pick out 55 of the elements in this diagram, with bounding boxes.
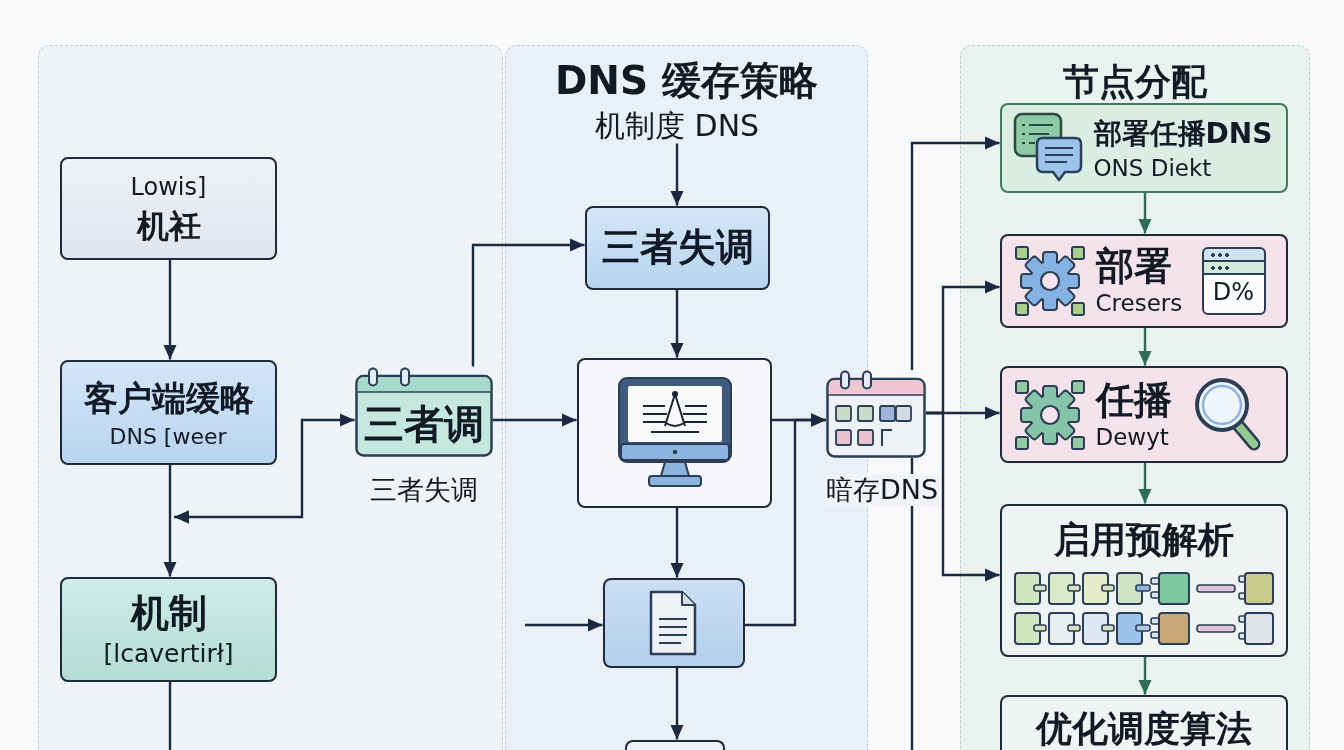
- calendar-icon: [826, 370, 926, 458]
- connector-line: [910, 458, 914, 750]
- process-box: [59, 359, 277, 465]
- connector-line: [168, 681, 172, 750]
- node-subtitle: Cresers: [1095, 289, 1183, 318]
- node-title: 机制: [130, 590, 207, 637]
- process-box: [999, 102, 1288, 193]
- node-subtitle: [lcavertirł]: [103, 638, 234, 669]
- panel-title: 节点分配: [1063, 60, 1207, 104]
- arrow: [670, 143, 684, 206]
- node-title: 三者调: [363, 399, 484, 448]
- node-title: 三者失调: [601, 224, 754, 271]
- node-subtitle: Dewyt: [1095, 423, 1169, 452]
- arrow: [174, 413, 355, 524]
- process-box: [624, 739, 725, 750]
- node-subtitle: 机衽: [136, 206, 201, 245]
- node-title: Lowis]: [130, 172, 207, 202]
- panel-title: DNS 缓存策略: [555, 58, 818, 105]
- arrow: [670, 289, 684, 358]
- node-subtitle: DNS [weer: [109, 423, 227, 450]
- process-box: [999, 365, 1288, 463]
- node-title: 优化调度算法: [1035, 706, 1252, 750]
- process-box: [59, 156, 277, 260]
- process-box: [999, 233, 1288, 328]
- arrow: [670, 667, 684, 740]
- node-title: 任播: [1095, 377, 1172, 424]
- process-box: [602, 577, 745, 668]
- arrow: [163, 259, 177, 360]
- node-subtitle: ONS Diekt: [1093, 154, 1212, 183]
- arrow: [163, 464, 177, 577]
- arrow: [1138, 656, 1152, 695]
- section-panel: [960, 45, 1310, 750]
- arrow: [1138, 327, 1152, 366]
- process-box: [999, 503, 1288, 657]
- arrow: [910, 136, 1000, 370]
- node-title: 启用预解析: [1053, 517, 1234, 561]
- node-title: 部署任播DNS: [1093, 116, 1273, 151]
- arrow: [1138, 192, 1152, 234]
- node-title: 部署: [1095, 243, 1172, 290]
- node-caption: 暗存DNS: [824, 474, 941, 507]
- process-box: [59, 576, 277, 682]
- process-box: [576, 357, 772, 508]
- arrow: [525, 618, 603, 632]
- arrow: [926, 411, 1000, 582]
- node-title: 客户端缓略: [83, 377, 254, 419]
- arrow: [744, 413, 826, 627]
- section-panel: [38, 45, 503, 750]
- section-subtitle: 机制度 DNS: [595, 107, 760, 144]
- arrow: [1138, 462, 1152, 504]
- browser-window: D%: [1201, 246, 1266, 315]
- arrow: [670, 507, 684, 578]
- arrow: [471, 238, 585, 367]
- arrow: [492, 413, 577, 427]
- process-box: [999, 694, 1288, 750]
- process-box: [584, 205, 770, 290]
